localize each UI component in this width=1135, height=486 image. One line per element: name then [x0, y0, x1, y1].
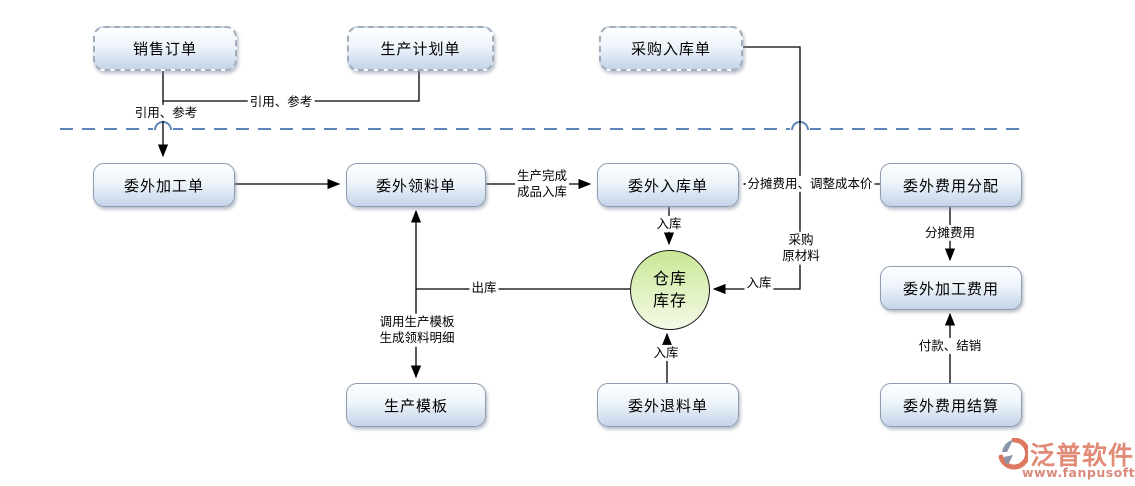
node-outsourcing-process-cost: 委外加工费用: [880, 266, 1022, 310]
edge-label-template-line2: 生成领料明细: [379, 330, 455, 345]
node-production-template: 生产模板: [346, 383, 486, 427]
node-outsourcing-process: 委外加工单: [93, 163, 235, 207]
edge-label-inbound-bottom: 入库: [651, 344, 681, 362]
fanpu-logo-brand: 泛普软件: [1030, 441, 1135, 470]
node-outsourcing-cost-settle-label: 委外费用结算: [902, 396, 999, 415]
node-outsourcing-material-return: 委外退料单: [597, 383, 739, 427]
node-outsourcing-cost-alloc: 委外费用分配: [880, 163, 1022, 207]
edge-label-inbound-right: 入库: [744, 274, 774, 292]
node-outsourcing-receipt-label: 委外入库单: [627, 176, 708, 195]
node-outsourcing-process-label: 委外加工单: [123, 176, 204, 195]
node-purchase-receipt-label: 采购入库单: [630, 40, 711, 58]
edge-label-allocate-adjust: 分摊费用、调整成本价: [745, 175, 875, 193]
edge-label-pay-settle: 付款、结销: [916, 337, 984, 355]
edge-label-prod-done: 生产完成 成品入库: [514, 167, 570, 201]
edge-label-inbound-top: 入库: [654, 215, 684, 233]
node-production-template-label: 生产模板: [383, 396, 448, 415]
edge-label-template-line1: 调用生产模板: [379, 313, 455, 329]
edge-label-purchase-line2: 原材料: [782, 248, 820, 263]
node-outsourcing-cost-alloc-label: 委外费用分配: [902, 176, 999, 195]
edge-label-ref-top: 引用、参考: [247, 93, 315, 111]
fanpu-logo-icon: [998, 438, 1028, 470]
node-purchase-receipt: 采购入库单: [599, 26, 743, 71]
warehouse-label-line1: 仓库: [652, 269, 687, 289]
edge-label-allocate: 分摊费用: [922, 224, 978, 242]
edge-label-purchase-line1: 采购: [788, 231, 814, 247]
node-outsourcing-material-req-label: 委外领料单: [375, 176, 456, 195]
edge-label-purchase-raw: 采购 原材料: [780, 231, 822, 265]
node-outsourcing-cost-settle: 委外费用结算: [880, 383, 1022, 427]
edge-label-prod-done-line1: 生产完成: [516, 167, 568, 183]
fanpu-logo: 泛普软件 www.fanpusoft.com: [998, 438, 1135, 484]
edge-label-prod-done-line2: 成品入库: [516, 184, 568, 199]
node-production-plan: 生产计划单: [347, 26, 494, 71]
node-outsourcing-material-return-label: 委外退料单: [627, 396, 708, 415]
node-sales-order-label: 销售订单: [132, 40, 197, 58]
edge-label-template: 调用生产模板 生成领料明细: [377, 313, 457, 347]
edge-label-outbound: 出库: [469, 279, 499, 297]
fanpu-logo-url[interactable]: www.fanpusoft.com: [1022, 465, 1135, 480]
warehouse-label-line2: 库存: [652, 291, 687, 310]
edge-label-ref-left: 引用、参考: [132, 104, 200, 122]
node-outsourcing-material-req: 委外领料单: [346, 163, 486, 207]
node-sales-order: 销售订单: [93, 26, 237, 71]
node-production-plan-label: 生产计划单: [380, 40, 461, 58]
node-outsourcing-receipt: 委外入库单: [597, 163, 739, 207]
node-warehouse-stock: 仓库 库存: [630, 250, 710, 330]
node-outsourcing-process-cost-label: 委外加工费用: [902, 279, 999, 298]
